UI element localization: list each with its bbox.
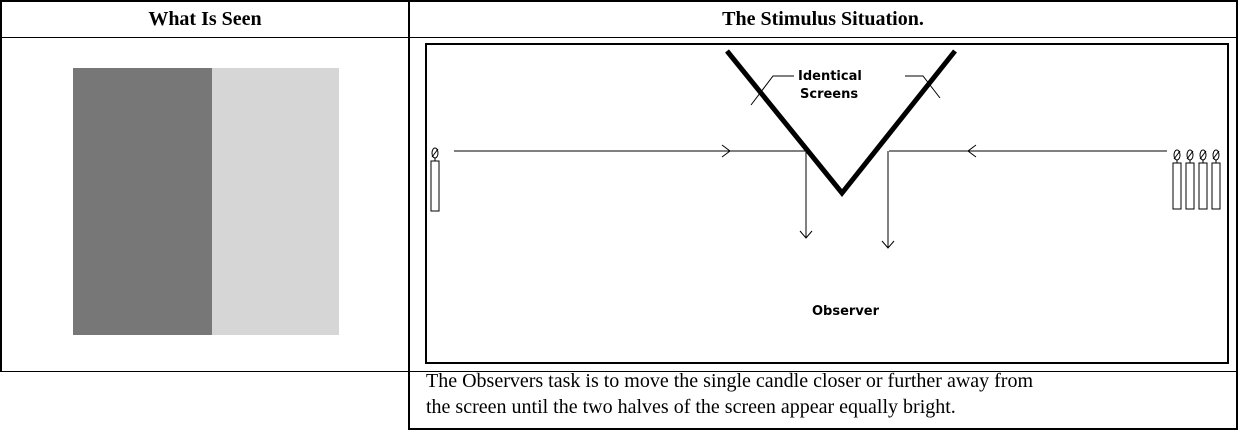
header-what-is-seen: What Is Seen	[148, 8, 262, 30]
task-caption: The Observers task is to move the single…	[426, 368, 1238, 420]
screen-light-half	[212, 68, 339, 335]
table-bottom-border	[408, 428, 1238, 430]
perceived-screen	[73, 68, 339, 335]
header-stimulus-situation: The Stimulus Situation.	[722, 8, 924, 30]
table-column-divider	[408, 0, 410, 430]
candle-right-4	[1211, 149, 1221, 210]
label-leader-right	[905, 75, 941, 99]
observer-label: Observer	[812, 304, 880, 319]
candle-right-3	[1198, 149, 1208, 210]
label-leader-left	[750, 75, 794, 106]
table-header-divider	[0, 37, 1238, 38]
table-row-divider	[0, 371, 1238, 372]
reflected-ray-left-arrowhead	[799, 230, 813, 239]
identical-screens-v	[725, 49, 957, 197]
table-top-border	[0, 0, 1238, 2]
screens-label-line2: Screens	[800, 87, 858, 102]
caption-line-2: the screen until the two halves of the s…	[426, 396, 956, 418]
screens-label-line1: Identical	[798, 69, 862, 84]
table-left-border	[0, 0, 2, 372]
reflected-ray-right-arrowhead	[881, 240, 895, 249]
screen-dark-half	[73, 68, 212, 335]
candle-left	[430, 147, 440, 212]
ray-right-arrowhead	[967, 144, 977, 158]
caption-line-1: The Observers task is to move the single…	[426, 370, 1034, 392]
ray-left-arrowhead	[721, 144, 731, 158]
candle-right-2	[1185, 149, 1195, 210]
stimulus-diagram: Identical Screens	[425, 43, 1229, 364]
table-right-border	[1236, 0, 1238, 430]
candle-right-1	[1172, 149, 1182, 210]
stimulus-diagram-svg: Identical Screens	[430, 49, 1221, 319]
